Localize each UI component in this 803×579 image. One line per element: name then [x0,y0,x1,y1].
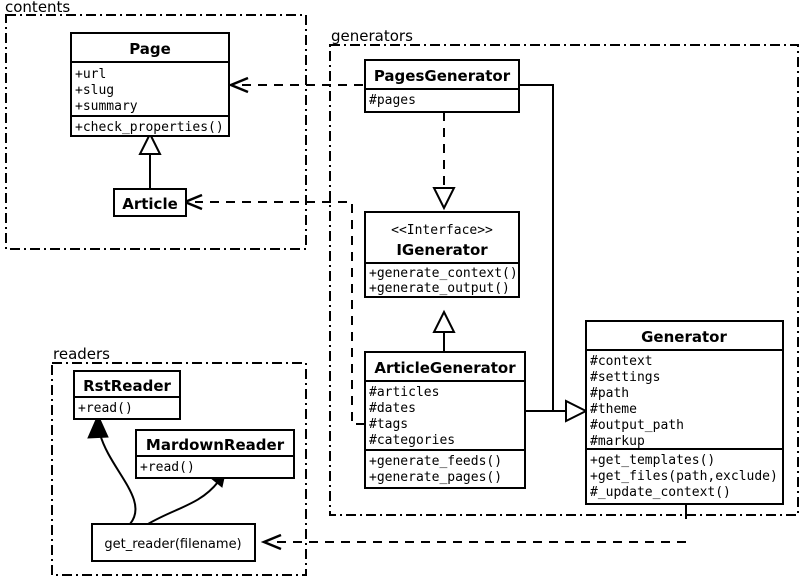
class-mardown-reader-name: MardownReader [146,436,285,454]
class-generator-method: +get_templates() [590,453,715,468]
class-rst-reader[interactable]: RstReader +read() [73,370,181,420]
edge-curve [147,481,219,525]
class-page-method: +check_properties() [75,120,224,135]
package-contents: contents [5,0,307,250]
edge-generator-uses-get-reader [260,504,687,551]
class-article-generator-attribute: #articles [369,385,439,400]
class-mardown-reader-box [135,429,295,479]
class-article-generator-method: +generate_pages() [369,470,502,485]
function-get-reader-label: get_reader(filename) [104,537,241,552]
solid-arrowhead-icon [87,413,109,439]
class-page-attribute: +slug [75,83,114,98]
open-arrowhead-icon [227,76,249,94]
edge-pagesgenerator-extends-generator [519,84,566,412]
package-readers-border [51,362,307,576]
hollow-triangle-arrowhead-icon [432,187,456,211]
class-mardown-reader-method: +read() [140,460,195,475]
class-igenerator-box [364,211,520,298]
edge-line [195,201,365,425]
class-pages-generator-attribute: #pages [369,93,416,108]
class-page-attribute: +summary [75,99,138,114]
function-get-reader-box [91,523,256,562]
class-generator-method: +get_files(path,exclude) [590,469,778,484]
edge-curve [99,433,137,525]
class-article-generator-attribute: #categories [369,433,455,448]
class-generator-box [585,320,784,505]
class-generator-attribute: #theme [590,402,637,417]
class-generator[interactable]: Generator #context #settings #path #them… [585,320,784,505]
class-pages-generator-name: PagesGenerator [374,67,511,85]
class-generator-attribute: #settings [590,370,660,385]
package-generators-label: generators [331,27,413,45]
package-readers: readers [51,345,307,576]
class-page[interactable]: Page +url +slug +summary +check_properti… [70,32,230,137]
edge-articlegenerator-extends-generator [525,399,589,423]
class-igenerator-method: +generate_context() [369,266,518,281]
class-article-generator-attribute: #tags [369,417,408,432]
class-generator-method: #_update_context() [590,485,731,500]
edge-get-reader-creates-rstreader [87,413,137,525]
class-article[interactable]: Article [113,188,187,217]
hollow-triangle-arrowhead-icon [432,309,456,333]
hollow-triangle-arrowhead-icon [138,131,162,155]
class-igenerator-name: IGenerator [396,241,488,259]
class-pages-generator[interactable]: PagesGenerator #pages [364,59,520,113]
class-article-generator[interactable]: ArticleGenerator #articles #dates #tags … [364,351,526,489]
class-rst-reader-box [73,370,181,420]
open-arrowhead-icon [260,533,282,551]
class-generator-name: Generator [641,328,727,346]
class-rst-reader-method: +read() [78,401,133,416]
edge-line [519,84,566,412]
edge-pagesgenerator-realizes-igenerator [432,112,456,211]
class-igenerator-method: +generate_output() [369,281,510,296]
class-article-generator-box [364,351,526,489]
class-generator-attribute: #path [590,386,629,401]
package-readers-label: readers [53,345,110,363]
edge-articlegenerator-uses-article [181,193,365,425]
hollow-triangle-arrowhead-icon [565,399,589,423]
class-article-name: Article [122,195,178,213]
class-mardown-reader[interactable]: MardownReader +read() [135,429,295,479]
class-page-attribute: +url [75,67,106,82]
class-article-generator-method: +generate_feeds() [369,454,502,469]
class-page-box [70,32,230,137]
edge-articlegenerator-realizes-igenerator [432,309,456,352]
package-contents-label: contents [5,0,70,16]
package-contents-border [5,14,307,250]
class-page-name: Page [129,40,171,58]
class-rst-reader-name: RstReader [83,377,171,395]
package-generators: generators [329,27,799,516]
class-igenerator-stereotype: <<Interface>> [391,223,493,238]
package-generators-border [329,44,799,516]
class-generator-attribute: #context [590,354,653,369]
class-article-box [113,188,187,217]
edge-pagesgenerator-uses-page [227,76,363,94]
class-igenerator[interactable]: <<Interface>> IGenerator +generate_conte… [364,211,520,298]
class-generator-attribute: #markup [590,434,645,449]
class-generator-attribute: #output_path [590,418,684,433]
class-article-generator-name: ArticleGenerator [374,359,516,377]
edge-article-inherits-page [138,131,162,190]
class-pages-generator-box [364,59,520,113]
function-get-reader[interactable]: get_reader(filename) [91,523,256,562]
class-article-generator-attribute: #dates [369,401,416,416]
